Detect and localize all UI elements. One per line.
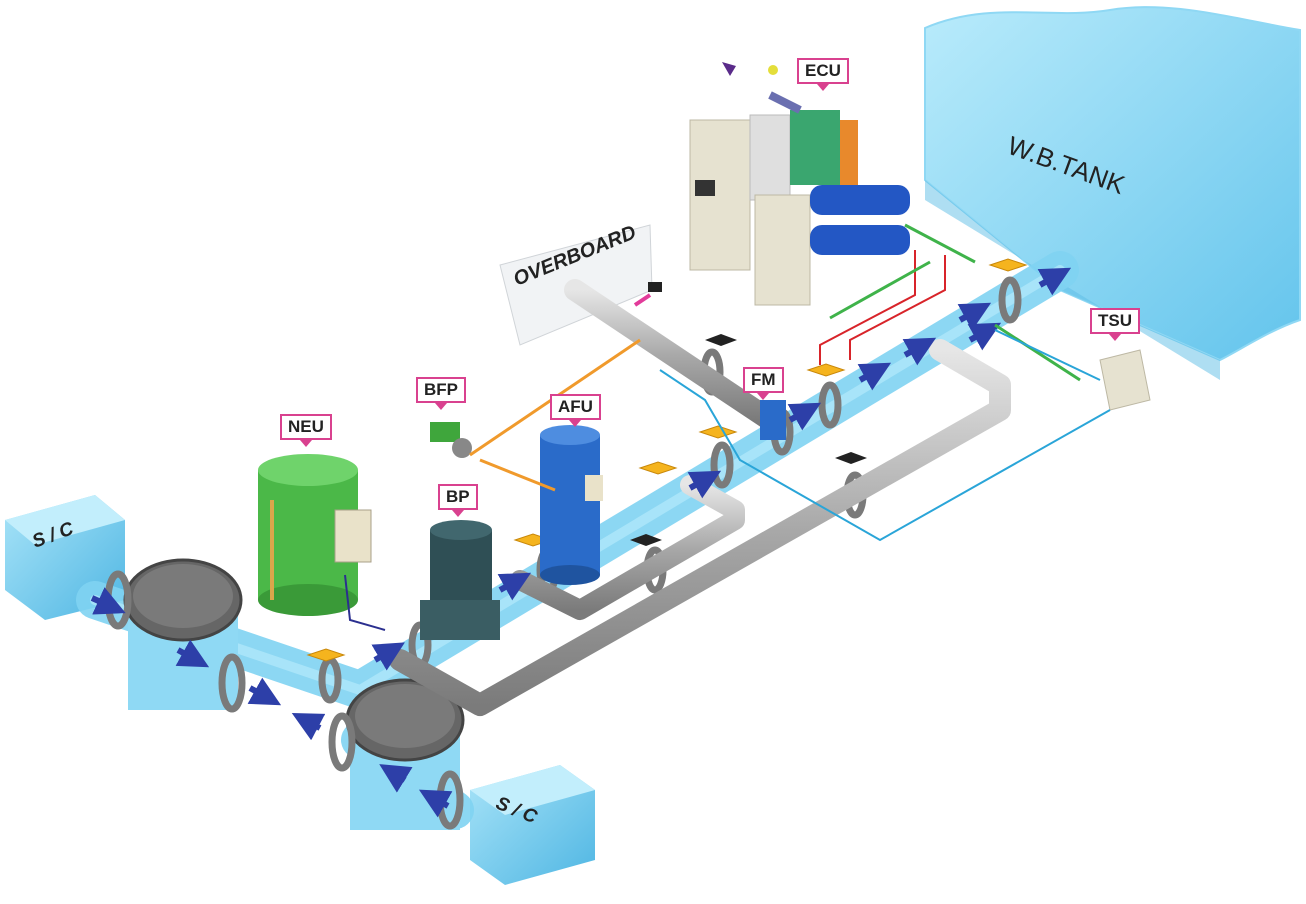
sea-chest-right — [470, 765, 595, 885]
neu-callout: NEU — [280, 414, 332, 440]
flow-arrows — [90, 267, 1072, 818]
signal-lines — [344, 223, 1111, 631]
afu-callout: AFU — [550, 394, 601, 420]
tsu-unit — [1099, 349, 1151, 411]
neu-tank — [258, 454, 372, 616]
fm-callout: FM — [743, 367, 784, 393]
strainer-right — [345, 678, 465, 830]
black-valves — [630, 282, 867, 546]
ecu-unit — [689, 62, 910, 306]
gray-pipes — [389, 279, 1011, 716]
afu-filter — [540, 425, 603, 585]
ballast-tank — [924, 6, 1301, 380]
tsu-callout: TSU — [1090, 308, 1140, 334]
bp-pump — [420, 520, 500, 640]
bfp-unit — [430, 422, 472, 458]
bfp-callout: BFP — [416, 377, 466, 403]
bp-callout: BP — [438, 484, 478, 510]
fm-flowmeter — [760, 400, 786, 440]
ecu-callout: ECU — [797, 58, 849, 84]
